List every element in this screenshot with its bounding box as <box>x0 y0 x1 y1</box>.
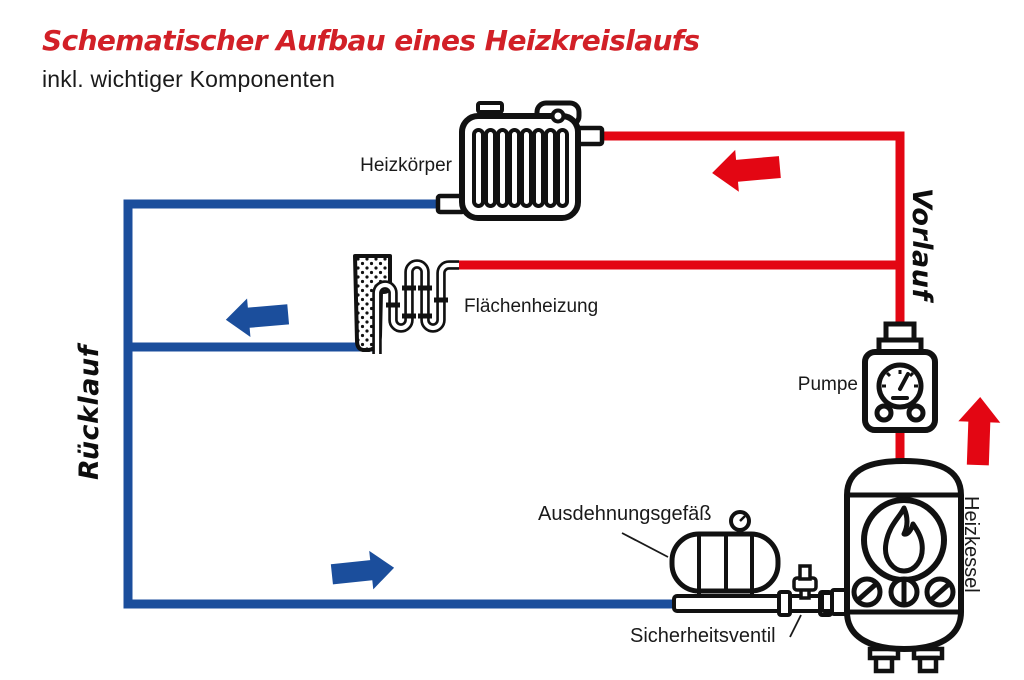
flow-arrow-to-radiator <box>712 149 781 192</box>
expansion-vessel-icon <box>669 510 781 597</box>
return-pipe-ruecklauf <box>123 199 678 609</box>
underfloor-heating-coil-icon <box>353 254 459 354</box>
vorlauf-flow-label: Vorlauf <box>906 188 937 301</box>
radiator-icon <box>435 100 605 221</box>
safety-valve-icon <box>792 564 818 600</box>
expansion-vessel-pointer-line <box>621 532 669 558</box>
safety-valve-pointer-line <box>789 614 802 638</box>
radiator-label: Heizkörper <box>360 155 452 176</box>
pump-gauge-icon <box>862 321 938 433</box>
safety-valve-label: Sicherheitsventil <box>630 625 776 647</box>
diagram-title: Schematischer Aufbau eines Heizkreislauf… <box>42 24 700 57</box>
boiler-flame-icon <box>820 458 964 674</box>
return-arrow-from-surface-heating <box>225 298 290 337</box>
diagram-subtitle: inkl. wichtiger Komponenten <box>42 66 336 92</box>
flow-arrow-up-from-boiler <box>958 397 1001 466</box>
pump-label: Pumpe <box>797 374 858 395</box>
surface-heating-label: Flächenheizung <box>464 296 599 317</box>
expansion-vessel-label: Ausdehnungsgefäß <box>538 503 712 525</box>
return-arrow-to-boiler <box>330 550 395 590</box>
ruecklauf-return-label: Rücklauf <box>74 345 105 480</box>
boiler-label: Heizkessel <box>960 496 982 593</box>
